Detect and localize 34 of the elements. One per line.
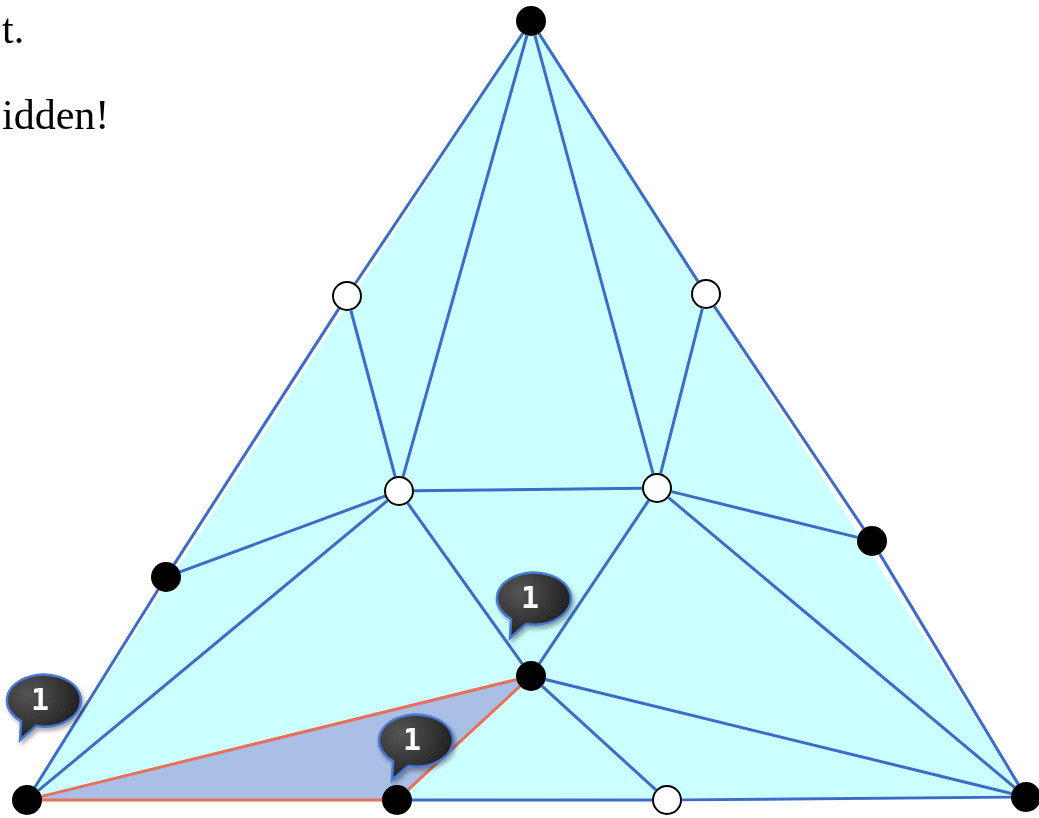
mesh-edge (413, 486, 643, 493)
filled-vertex-dot (151, 562, 181, 592)
mesh-edge (407, 685, 521, 791)
mesh-edge (412, 798, 652, 802)
filled-vertex-dot (1011, 782, 1039, 812)
open-vertex-dot (652, 785, 682, 815)
text-fragment: idden! (2, 94, 110, 136)
mesh-edge (37, 499, 389, 792)
filled-vertex-dot (516, 6, 546, 36)
mesh-edge (33, 588, 160, 789)
mesh-edge (42, 798, 382, 802)
mesh-edge (667, 496, 1016, 789)
mesh-edge (878, 553, 1020, 785)
mesh-edge (713, 305, 865, 530)
text-fragment: t. (2, 8, 25, 50)
open-vertex-dot (691, 279, 721, 309)
mesh-edge (682, 795, 1011, 802)
mesh-edge (349, 310, 397, 477)
mesh-edge (659, 308, 704, 474)
mesh-edge (537, 32, 700, 283)
mesh-edge (406, 502, 524, 665)
mesh-edge (541, 685, 657, 791)
mesh-edge (179, 494, 386, 574)
mesh-edge (545, 678, 1012, 795)
filled-vertex-dot (12, 785, 42, 815)
mesh-edge (401, 35, 529, 477)
filled-vertex-dot (382, 785, 412, 815)
filled-vertex-dot (857, 526, 887, 556)
mesh-edge (354, 32, 524, 285)
mesh-edge (533, 35, 655, 474)
mesh-edge (671, 490, 858, 539)
mesh-edge (538, 499, 650, 665)
open-vertex-dot (332, 281, 362, 311)
mesh-edge (172, 307, 341, 566)
